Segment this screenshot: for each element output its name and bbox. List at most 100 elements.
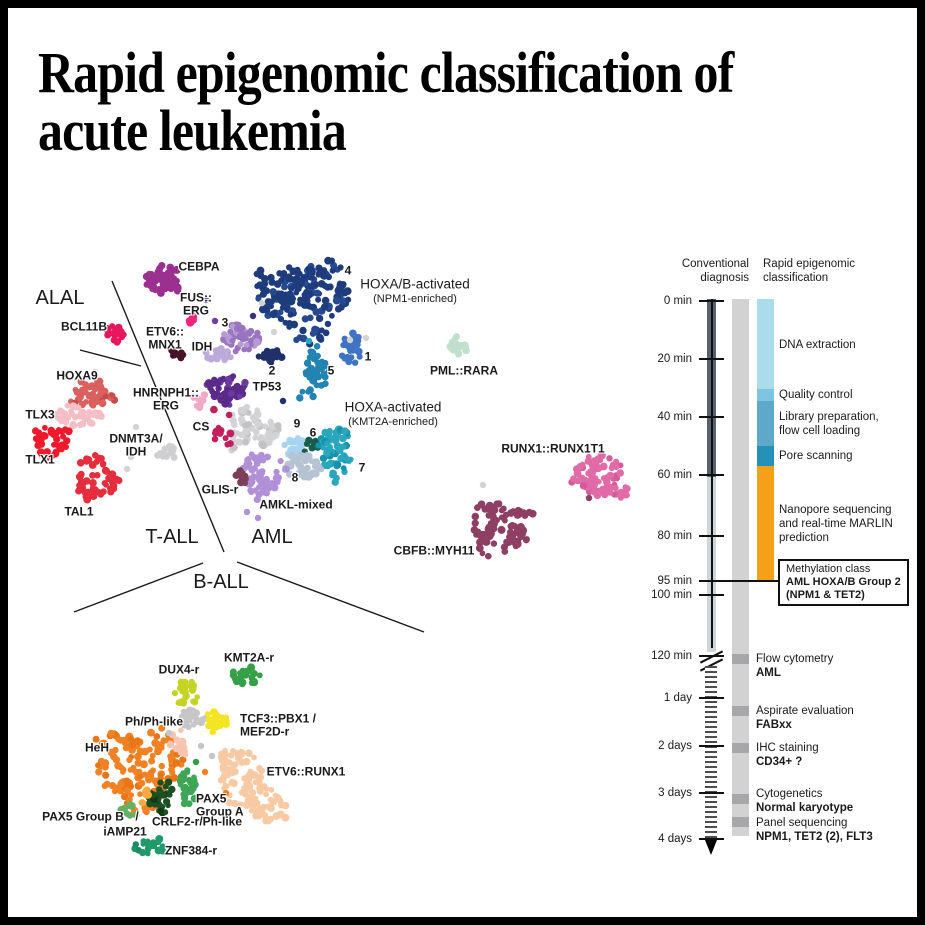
cluster-bcl11b xyxy=(103,323,127,346)
cluster-runx1-runx1t1 xyxy=(568,451,631,501)
cluster-dot-groups xyxy=(31,256,631,857)
event-panel-sequencing-title: Panel sequencing xyxy=(756,817,848,829)
segment-label-library-preparation: Library preparation,flow cell loading xyxy=(779,411,879,437)
cluster-group-5 xyxy=(296,343,332,402)
cluster-tal1 xyxy=(75,452,123,504)
label-pax5-group-b: PAX5 Group B xyxy=(42,809,124,824)
result-box-line1: Methylation class xyxy=(786,563,871,575)
tick-label-2-days: 2 days xyxy=(658,740,692,752)
tick-label-100-min: 100 min xyxy=(651,589,692,601)
label-hoxa9: HOXA9 xyxy=(56,368,98,383)
divider-line-1 xyxy=(79,349,142,367)
result-box-line3: (NPM1 & TET2) xyxy=(786,589,865,601)
tick-label-1-day: 1 day xyxy=(663,692,692,704)
cluster-group-7 xyxy=(315,425,354,486)
cluster-crlf2-r-ph-like xyxy=(144,778,176,817)
cluster-group-4-hoxab xyxy=(253,256,352,348)
cluster-pml-rara xyxy=(446,333,470,358)
tick-line-120-min xyxy=(699,655,724,657)
cluster-tlx3 xyxy=(51,402,105,430)
label-znf384-r: ZNF384-r xyxy=(164,843,218,858)
cluster-cs-gray xyxy=(228,403,282,454)
cluster-cebpa xyxy=(142,262,182,297)
label-idh: IDH xyxy=(191,339,213,354)
tick-label-3-days: 3 days xyxy=(658,787,692,799)
tick-line-3-days xyxy=(699,792,724,794)
cluster-fus-erg xyxy=(185,313,198,327)
cluster-salmon-dots xyxy=(166,727,189,758)
label-num-1: 1 xyxy=(364,349,372,364)
region-divider-lines xyxy=(73,280,425,633)
cluster-group-8 xyxy=(281,451,325,481)
label-slash: / xyxy=(135,809,139,824)
tick-label-0-min: 0 min xyxy=(663,295,692,307)
label-heh: HeH xyxy=(84,740,110,755)
event-ihc-staining-result: CD34+ ? xyxy=(756,756,803,768)
tick-line-100-min xyxy=(699,594,724,596)
cluster-pax5-group-b xyxy=(117,801,140,819)
tick-label-20-min: 20 min xyxy=(657,353,692,365)
label-kmt2a-r: KMT2A-r xyxy=(224,650,274,665)
region-t-all: T-ALL xyxy=(145,525,199,548)
cluster-tp53 xyxy=(203,373,249,408)
label-tal1: TAL1 xyxy=(64,504,94,519)
segment-label-quality-control: Quality control xyxy=(779,389,853,401)
label-cebpa: CEBPA xyxy=(178,259,220,274)
conventional-band-2 xyxy=(732,743,749,753)
label-bcl11b: BCL11B xyxy=(60,319,108,334)
segment-label-dna-extraction: DNA extraction xyxy=(779,339,856,351)
segment-quality-control xyxy=(757,389,774,401)
region-aml: AML xyxy=(251,525,293,548)
methylation-result-box: Methylation class AML HOXA/B Group 2 (NP… xyxy=(778,559,909,606)
label-glis-r: GLIS-r xyxy=(201,482,239,497)
cluster-idh xyxy=(202,345,234,364)
event-cytogenetics-title: Cytogenetics xyxy=(756,788,823,800)
cluster-glis-r xyxy=(232,467,249,487)
segment-dna-extraction xyxy=(757,299,774,389)
tick-line-40-min xyxy=(699,416,724,418)
cluster-etv6-mnx1 xyxy=(168,346,187,362)
label-hoxa-activated: HOXA-activated xyxy=(344,399,442,415)
label-kmt2a-enriched: (KMT2A-enriched) xyxy=(348,415,438,428)
cluster-hoxa9 xyxy=(68,377,119,409)
cluster-hnrnph1-erg xyxy=(190,391,209,412)
label-num-9: 9 xyxy=(293,416,301,431)
label-dux4-r: DUX4-r xyxy=(158,662,200,677)
cluster-dnmt3a-idh xyxy=(154,442,178,461)
label-runx1-runx1t1: RUNX1::RUNX1T1 xyxy=(501,441,605,456)
rapid-classification-header: Rapid epigenomic classification xyxy=(763,258,856,284)
label-num-6: 6 xyxy=(309,425,317,440)
conventional-diagnosis-header: Conventional diagnosis xyxy=(681,258,749,284)
page-title-line2: acute leukemia xyxy=(38,98,347,163)
segment-nanopore-sequencing xyxy=(757,466,774,581)
tick-label-80-min: 80 min xyxy=(657,530,692,542)
time-axis-line xyxy=(711,299,713,648)
label-tlx1: TLX1 xyxy=(25,452,55,467)
time-axis-hatched-bar xyxy=(705,666,717,840)
tick-label-60-min: 60 min xyxy=(657,469,692,481)
label-num-4: 4 xyxy=(344,263,352,278)
main-umap-stray-dots xyxy=(91,296,593,522)
cluster-etv6-runx1-ball xyxy=(217,747,290,825)
region-alal: ALAL xyxy=(35,286,85,309)
label-num-3: 3 xyxy=(221,315,229,330)
tick-line-1-day xyxy=(699,697,724,699)
result-connector-line xyxy=(699,580,778,582)
label-hoxab-activated: HOXA/B-activated xyxy=(360,276,470,292)
label-etv6-runx1: ETV6::RUNX1 xyxy=(266,764,346,779)
tick-line-0-min xyxy=(699,300,724,302)
label-tp53: TP53 xyxy=(252,379,282,394)
event-aspirate-evaluation-result: FABxx xyxy=(756,719,792,731)
label-tlx3: TLX3 xyxy=(25,407,55,422)
event-ihc-staining-title: IHC staining xyxy=(756,742,819,754)
label-tcf3-pbx1-mef2d-r: TCF3::PBX1 /MEF2D-r xyxy=(240,711,317,739)
label-iamp21: iAMP21 xyxy=(103,824,147,839)
cluster-znf384-r xyxy=(131,835,167,857)
